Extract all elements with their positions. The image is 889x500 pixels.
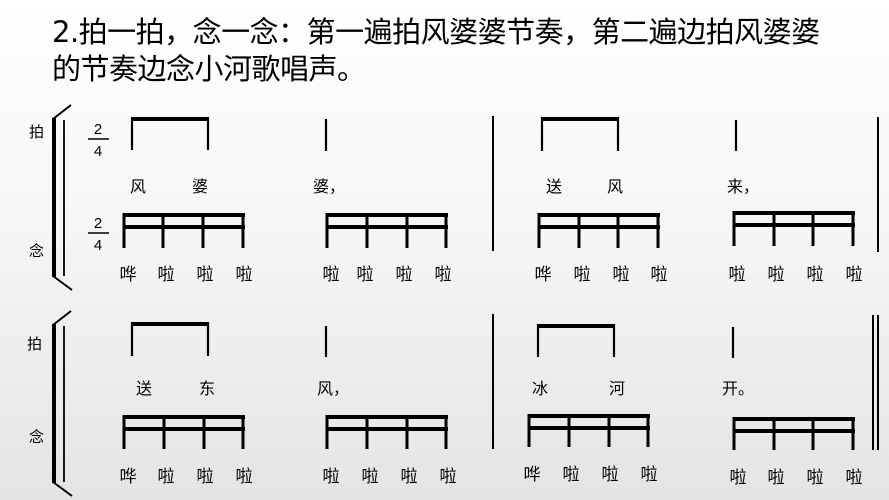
part-label-clap: 拍 [27, 335, 42, 353]
syllable: 啦 [846, 468, 863, 488]
lyric: 冰 [532, 379, 548, 398]
syllable: 啦 [807, 468, 824, 488]
syllable: 啦 [768, 265, 785, 285]
syllable: 啦 [768, 468, 785, 488]
syllable: 哗 [120, 265, 137, 285]
syllable: 啦 [323, 467, 340, 487]
chant-sixteenth-group [325, 213, 448, 248]
chant-sixteenth-group [732, 417, 855, 450]
svg-text:2: 2 [94, 215, 102, 232]
syllable: 啦 [158, 265, 175, 285]
lyric: 河 [609, 379, 625, 398]
instruction-title-line-1: 2.拍一拍，念一念：第一遍拍风婆婆节奏，第二遍边拍风婆婆 [52, 15, 820, 49]
syllable: 啦 [613, 265, 630, 285]
svg-text:2: 2 [94, 121, 102, 138]
time-signature-chant: 2 4 [88, 215, 109, 254]
syllable: 啦 [602, 465, 619, 485]
final-double-barline [872, 315, 879, 450]
syllable: 啦 [158, 467, 175, 487]
chant-sixteenth-group [122, 415, 245, 449]
instruction-title-line-2: 的节奏边念小河歌唱声。 [52, 52, 366, 86]
instruction-title: 2.拍一拍，念一念：第一遍拍风婆婆节奏，第二遍边拍风婆婆 的节奏边念小河歌唱声。 [52, 14, 872, 88]
syllable: 啦 [563, 465, 580, 485]
syllable: 哗 [535, 265, 552, 285]
lyric: 开。 [722, 379, 754, 398]
lyric: 送 [136, 379, 152, 398]
part-label-clap: 拍 [29, 123, 44, 141]
clap-eighth-pair [130, 117, 210, 150]
lyric: 婆， [313, 177, 345, 196]
syllable: 啦 [574, 265, 591, 285]
measure-4: 来， 啦 啦 啦 啦 [727, 120, 863, 285]
chant-sixteenth-group [537, 213, 660, 248]
syllable: 啦 [197, 467, 214, 487]
syllable: 啦 [729, 265, 746, 285]
syllable: 啦 [435, 265, 452, 285]
syllable: 啦 [357, 265, 374, 285]
clap-eighth-pair [536, 324, 616, 357]
system-2: 拍 念 送 东 哗 啦 [27, 310, 879, 497]
clap-eighth-pair [130, 322, 210, 356]
measure-4: 开。 啦 啦 啦 啦 [722, 327, 863, 488]
syllable: 啦 [401, 467, 418, 487]
measure-3: 冰 河 哗 啦 啦 啦 [524, 324, 658, 485]
syllable: 啦 [651, 265, 668, 285]
chant-sixteenth-group [325, 415, 448, 449]
system-bracket [52, 104, 73, 291]
system-1: 拍 念 2 4 2 4 风 婆 [29, 104, 879, 291]
syllable: 啦 [362, 467, 379, 487]
svg-text:4: 4 [94, 143, 102, 160]
part-label-chant: 念 [29, 242, 44, 260]
measure-1: 风 婆 哗 啦 啦 啦 [120, 117, 253, 285]
measure-2: 风， 啦 啦 啦 啦 [317, 326, 457, 487]
lyric: 风 [607, 177, 623, 196]
syllable: 啦 [846, 265, 863, 285]
syllable: 哗 [120, 467, 137, 487]
measure-1: 送 东 哗 啦 啦 啦 [120, 322, 253, 487]
syllable: 啦 [236, 265, 253, 285]
lyric: 婆 [192, 177, 208, 196]
lyric: 风， [317, 379, 349, 398]
chant-sixteenth-group [732, 211, 855, 246]
time-signature-clap: 2 4 [88, 121, 109, 160]
system-bracket [52, 310, 73, 497]
lyric: 送 [546, 177, 562, 196]
syllable: 啦 [323, 265, 340, 285]
syllable: 啦 [807, 265, 824, 285]
syllable: 啦 [396, 265, 413, 285]
svg-text:4: 4 [94, 237, 102, 254]
lyric: 东 [199, 379, 215, 398]
measure-3: 送 风 哗 啦 啦 啦 [535, 117, 668, 285]
lyric: 风 [130, 177, 146, 196]
syllable: 哗 [524, 465, 541, 485]
syllable: 啦 [730, 468, 747, 488]
part-label-chant: 念 [29, 428, 44, 446]
syllable: 啦 [236, 467, 253, 487]
measure-2: 婆， 啦 啦 啦 啦 [313, 119, 452, 285]
syllable: 啦 [197, 265, 214, 285]
syllable: 啦 [641, 465, 658, 485]
chant-sixteenth-group [527, 414, 650, 447]
clap-eighth-pair [540, 117, 620, 151]
syllable: 啦 [440, 467, 457, 487]
lyric: 来， [727, 177, 759, 196]
chant-sixteenth-group [122, 213, 245, 248]
